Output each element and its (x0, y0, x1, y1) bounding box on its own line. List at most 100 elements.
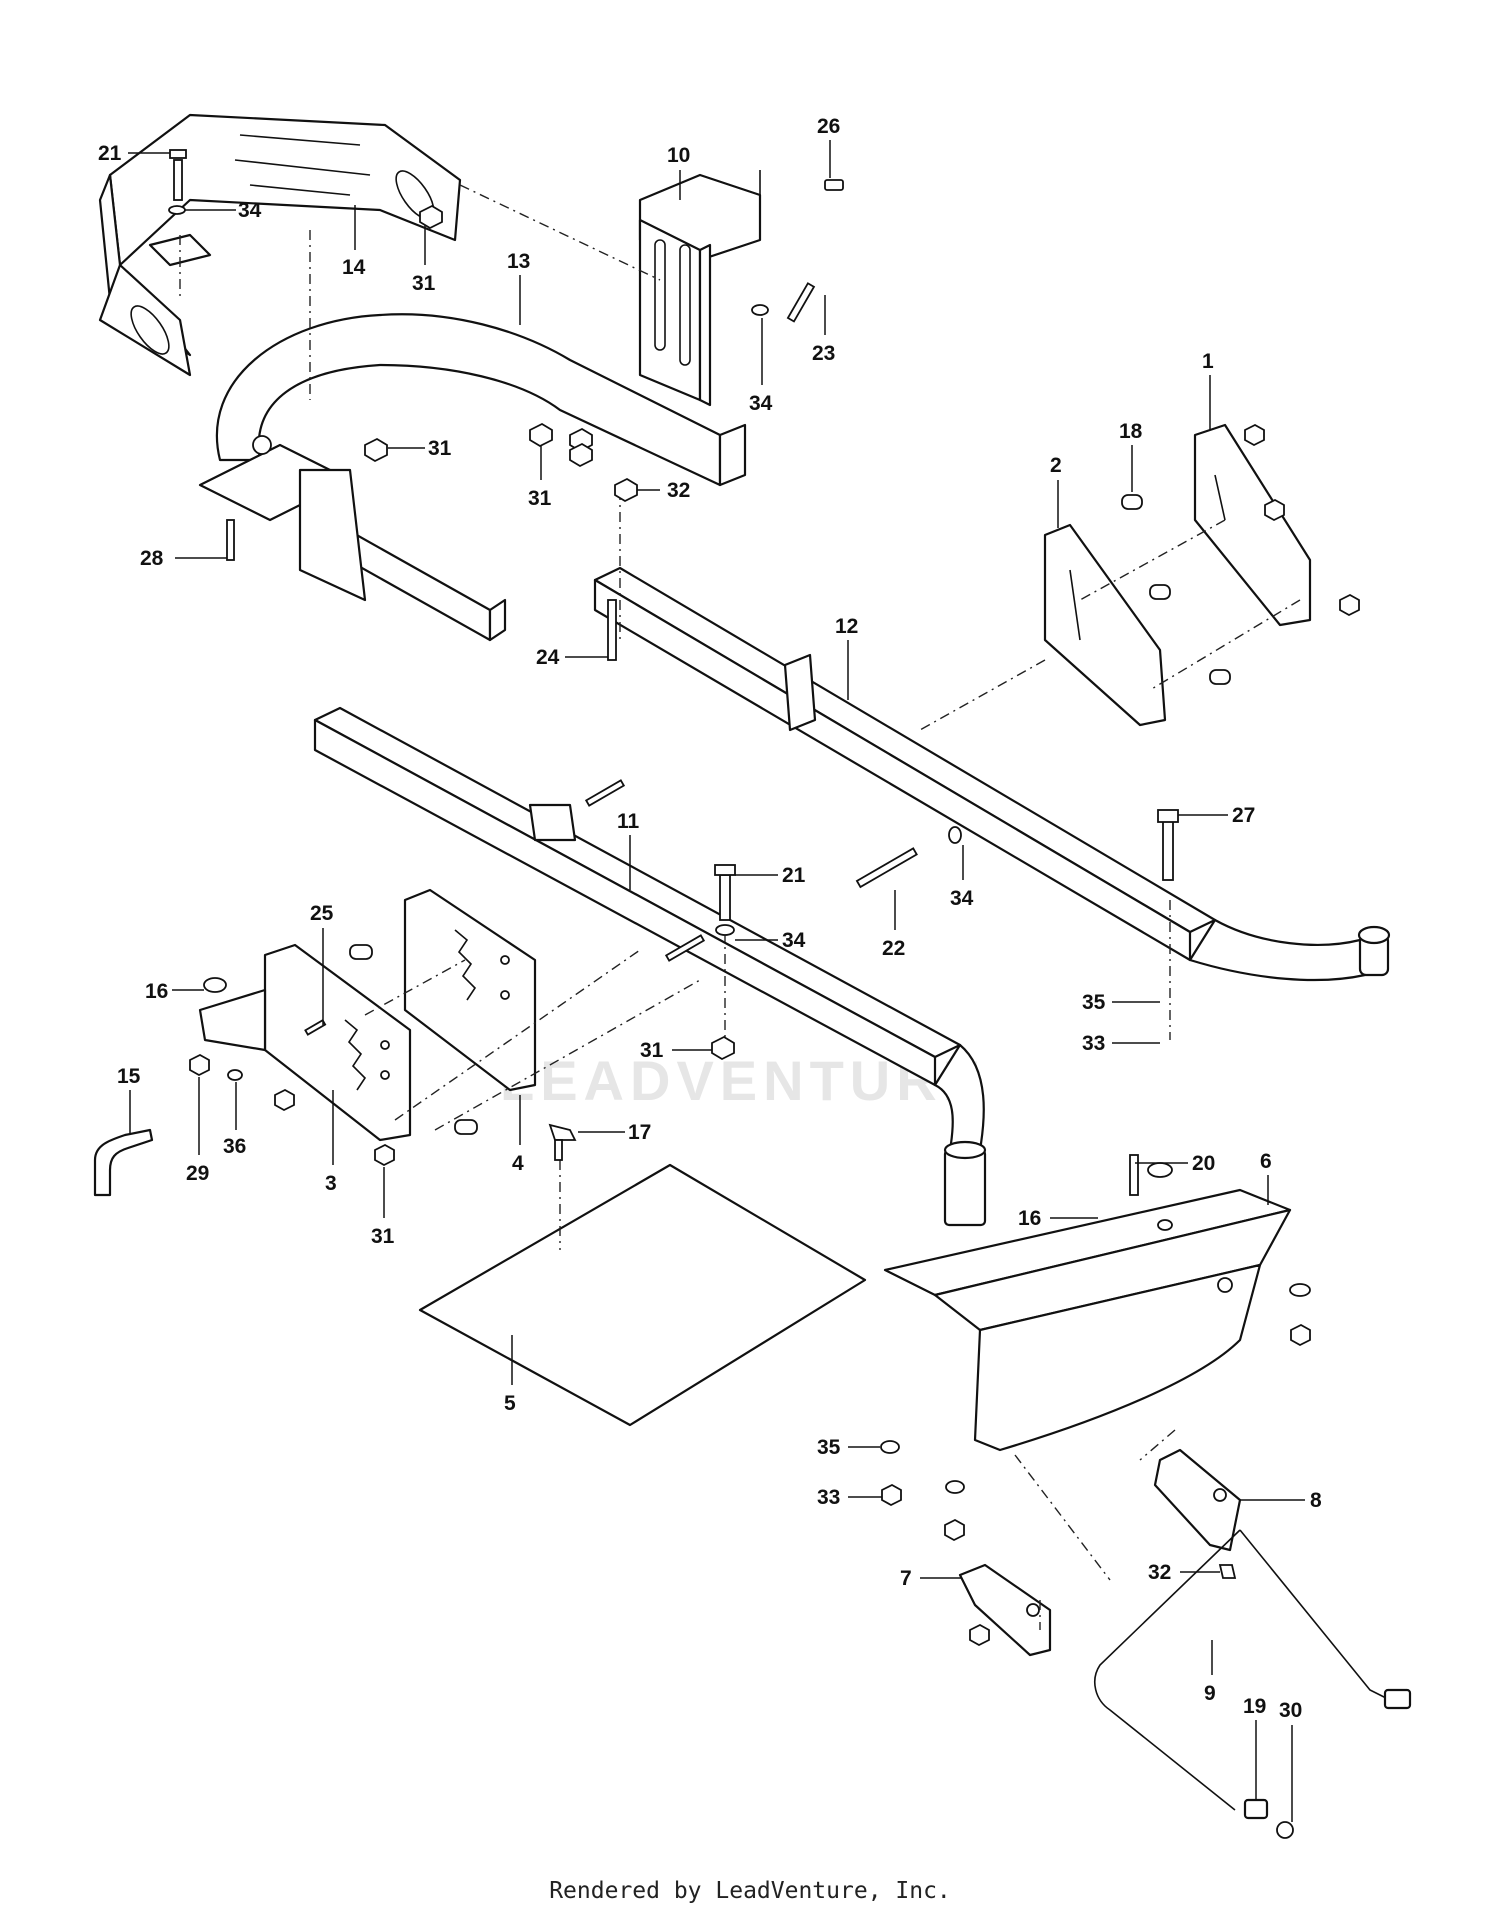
svg-text:13: 13 (507, 250, 530, 273)
svg-text:34: 34 (238, 199, 262, 222)
part-10-bracket (638, 170, 762, 407)
callout-30: 30 (1279, 1699, 1302, 1822)
svg-text:14: 14 (342, 256, 366, 279)
svg-text:9: 9 (1204, 1682, 1216, 1705)
callout-2: 2 (1050, 454, 1062, 528)
svg-text:31: 31 (371, 1225, 395, 1248)
svg-text:8: 8 (1310, 1489, 1322, 1512)
callout-29: 29 (186, 1077, 209, 1185)
svg-text:25: 25 (310, 902, 334, 925)
part-13-handle-frame (198, 313, 747, 642)
callout-21-b: 21 (735, 864, 806, 887)
callouts: 21 34 14 31 10 26 13 23 34 31 31 32 28 1… (98, 115, 1322, 1822)
svg-text:17: 17 (628, 1121, 651, 1144)
svg-text:33: 33 (817, 1486, 840, 1509)
svg-text:1: 1 (1202, 350, 1214, 373)
svg-text:15: 15 (117, 1065, 141, 1088)
callout-14: 14 (342, 205, 366, 279)
part-2-side-plate (1043, 523, 1167, 727)
callout-19: 19 (1243, 1695, 1266, 1800)
callout-12: 12 (835, 615, 858, 700)
svg-text:35: 35 (1082, 991, 1106, 1014)
callout-32-a: 32 (637, 479, 690, 502)
callout-17: 17 (578, 1121, 651, 1144)
callout-27: 27 (1178, 804, 1255, 827)
callout-31-a: 31 (412, 225, 436, 295)
part-6-front-bracket (883, 1188, 1292, 1452)
callout-24: 24 (536, 646, 608, 669)
svg-text:31: 31 (640, 1039, 664, 1062)
part-7-bracket (958, 1563, 1052, 1657)
callout-23: 23 (812, 295, 835, 365)
svg-text:28: 28 (140, 547, 164, 570)
callout-31-c: 31 (528, 446, 552, 510)
svg-text:26: 26 (817, 115, 840, 138)
part-3-seat-bracket (198, 943, 412, 1142)
svg-text:18: 18 (1119, 420, 1143, 443)
callout-36: 36 (223, 1082, 246, 1158)
svg-text:21: 21 (782, 864, 806, 887)
part-5-seat-pan (418, 1163, 867, 1427)
svg-text:27: 27 (1232, 804, 1255, 827)
callout-35-a: 35 (1082, 991, 1160, 1014)
callout-9: 9 (1204, 1640, 1216, 1705)
svg-text:24: 24 (536, 646, 560, 669)
svg-text:20: 20 (1192, 1152, 1215, 1175)
callout-16-a: 16 (145, 980, 204, 1003)
callout-3: 3 (325, 1090, 337, 1195)
callout-26: 26 (817, 115, 840, 178)
callout-34-a: 34 (185, 199, 262, 222)
callout-4: 4 (512, 1095, 524, 1175)
callout-21-a: 21 (98, 142, 170, 165)
svg-text:6: 6 (1260, 1150, 1272, 1173)
svg-text:7: 7 (900, 1567, 912, 1590)
svg-text:10: 10 (667, 144, 690, 167)
svg-text:3: 3 (325, 1172, 337, 1195)
svg-text:34: 34 (749, 392, 773, 415)
callout-22: 22 (882, 890, 905, 960)
callout-8: 8 (1240, 1489, 1322, 1512)
callout-7: 7 (900, 1567, 962, 1590)
svg-text:32: 32 (1148, 1561, 1171, 1584)
part-9-rod (1094, 1529, 1412, 1820)
callout-33-a: 33 (1082, 1032, 1160, 1055)
svg-text:19: 19 (1243, 1695, 1266, 1718)
callout-28: 28 (140, 547, 227, 570)
svg-text:33: 33 (1082, 1032, 1105, 1055)
svg-text:31: 31 (528, 487, 552, 510)
svg-text:32: 32 (667, 479, 690, 502)
svg-text:35: 35 (817, 1436, 841, 1459)
callout-16-b: 16 (1018, 1207, 1098, 1230)
callout-31-b: 31 (388, 437, 452, 460)
svg-text:11: 11 (617, 810, 640, 833)
part-12-main-bar (593, 566, 1391, 982)
svg-text:34: 34 (950, 887, 974, 910)
part-15-lever (93, 1128, 154, 1197)
callout-31-e: 31 (371, 1167, 395, 1248)
svg-text:12: 12 (835, 615, 858, 638)
svg-text:23: 23 (812, 342, 835, 365)
part-11-front-bar (313, 706, 987, 1227)
svg-text:22: 22 (882, 937, 905, 960)
callout-25: 25 (310, 902, 334, 1025)
callout-15: 15 (117, 1065, 141, 1135)
svg-text:31: 31 (428, 437, 452, 460)
callout-32-b: 32 (1148, 1561, 1220, 1584)
callout-34-c: 34 (735, 929, 806, 952)
svg-text:4: 4 (512, 1152, 524, 1175)
part-4-seat-bracket (403, 888, 537, 1092)
svg-text:2: 2 (1050, 454, 1062, 477)
credit-text: Rendered by LeadVenture, Inc. (549, 1878, 951, 1904)
callout-35-b: 35 (817, 1436, 880, 1459)
callout-10: 10 (667, 144, 690, 200)
svg-text:16: 16 (145, 980, 168, 1003)
callout-33-b: 33 (817, 1486, 882, 1509)
callout-5: 5 (504, 1335, 516, 1415)
callout-13: 13 (507, 250, 530, 325)
svg-text:30: 30 (1279, 1699, 1302, 1722)
callout-20: 20 (1135, 1152, 1215, 1175)
svg-text:31: 31 (412, 272, 436, 295)
svg-text:36: 36 (223, 1135, 246, 1158)
callout-1: 1 (1202, 350, 1214, 430)
